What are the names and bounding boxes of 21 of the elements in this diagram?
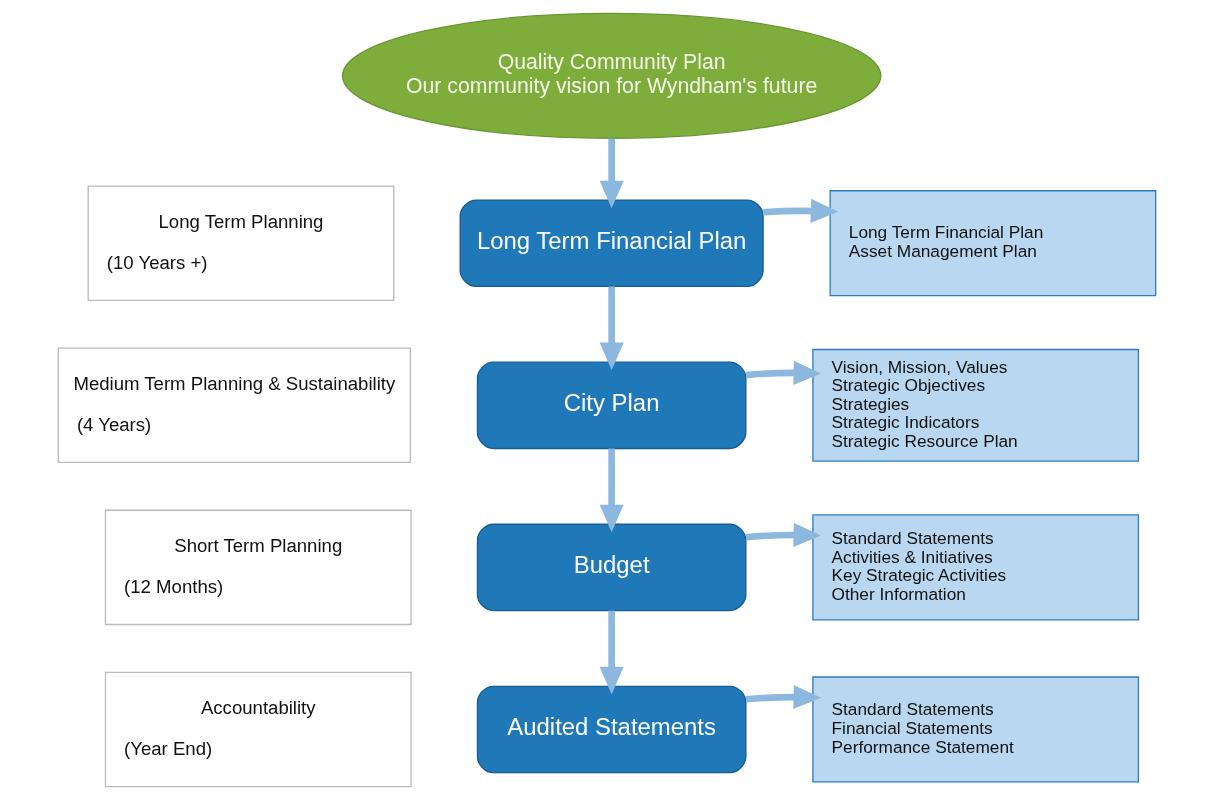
arrow: [599, 448, 624, 533]
node-box: Audited Statements: [476, 685, 747, 774]
node-box: Budget: [476, 523, 747, 612]
node-box: City Plan: [476, 361, 747, 450]
node-box: Standard Statements Financial Statements Performance Statement: [812, 676, 1140, 783]
node-box: Vision, Mission, Values Strategic Objectives Strategies Strategic Indicators Strategic Resource Plan: [812, 348, 1140, 462]
node-box: Long Term Financial Plan Asset Management Plan: [829, 190, 1157, 297]
node-ellipse: Quality Community Plan Our community vision for Wyndham's future: [341, 12, 882, 139]
node-box: Long Term Financial Plan: [459, 199, 764, 288]
arrow: [762, 198, 839, 223]
node-box: Standard Statements Activities & Initiatives Key Strategic Activities Other Information: [812, 514, 1140, 621]
arrow: [599, 286, 624, 371]
node-box: Short Term Planning (12 Months): [104, 509, 412, 626]
arrow: [599, 610, 624, 695]
arrow: [745, 522, 822, 547]
arrow: [745, 685, 822, 710]
arrow: [745, 360, 822, 385]
node-box: Accountability (Year End): [104, 671, 412, 788]
node-box: Long Term Planning (10 Years +): [87, 185, 395, 302]
node-box: Medium Term Planning & Sustainability (4 Years): [57, 347, 412, 464]
arrow: [599, 138, 624, 209]
